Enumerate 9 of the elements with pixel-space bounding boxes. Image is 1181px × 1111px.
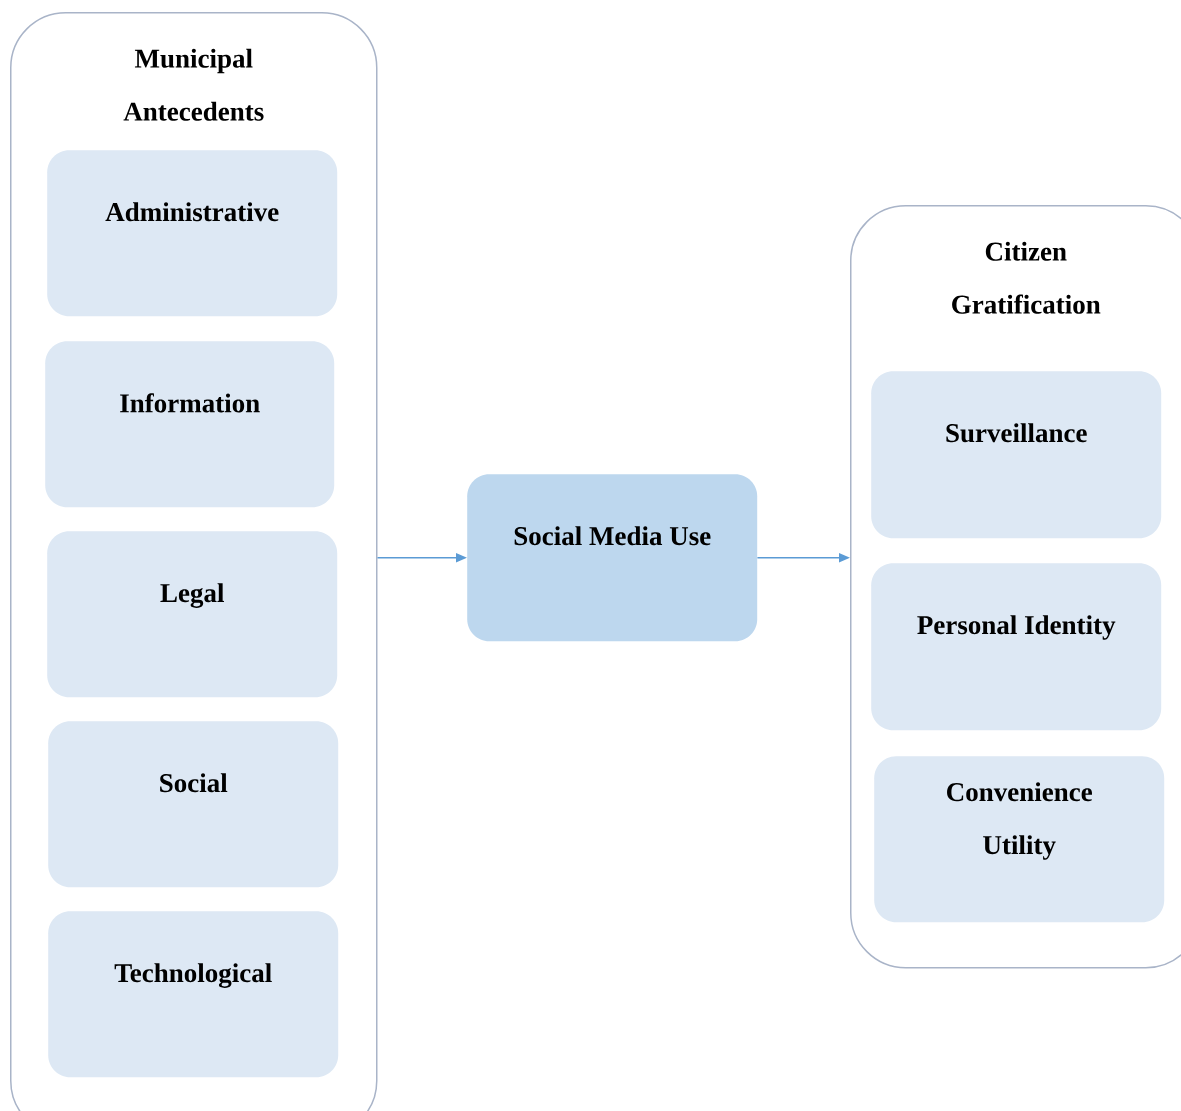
factor-box: Information — [45, 341, 335, 508]
factor-box: Legal — [47, 531, 338, 698]
factor-box: Convenience Utility — [874, 756, 1165, 923]
factor-box: Social — [48, 721, 339, 888]
process-box: Social Media Use — [467, 474, 758, 642]
factor-box: Administrative — [47, 150, 338, 317]
factor-box: Personal Identity — [871, 563, 1162, 731]
factor-box: Technological — [48, 911, 339, 1078]
factor-box: Surveillance — [871, 371, 1162, 539]
